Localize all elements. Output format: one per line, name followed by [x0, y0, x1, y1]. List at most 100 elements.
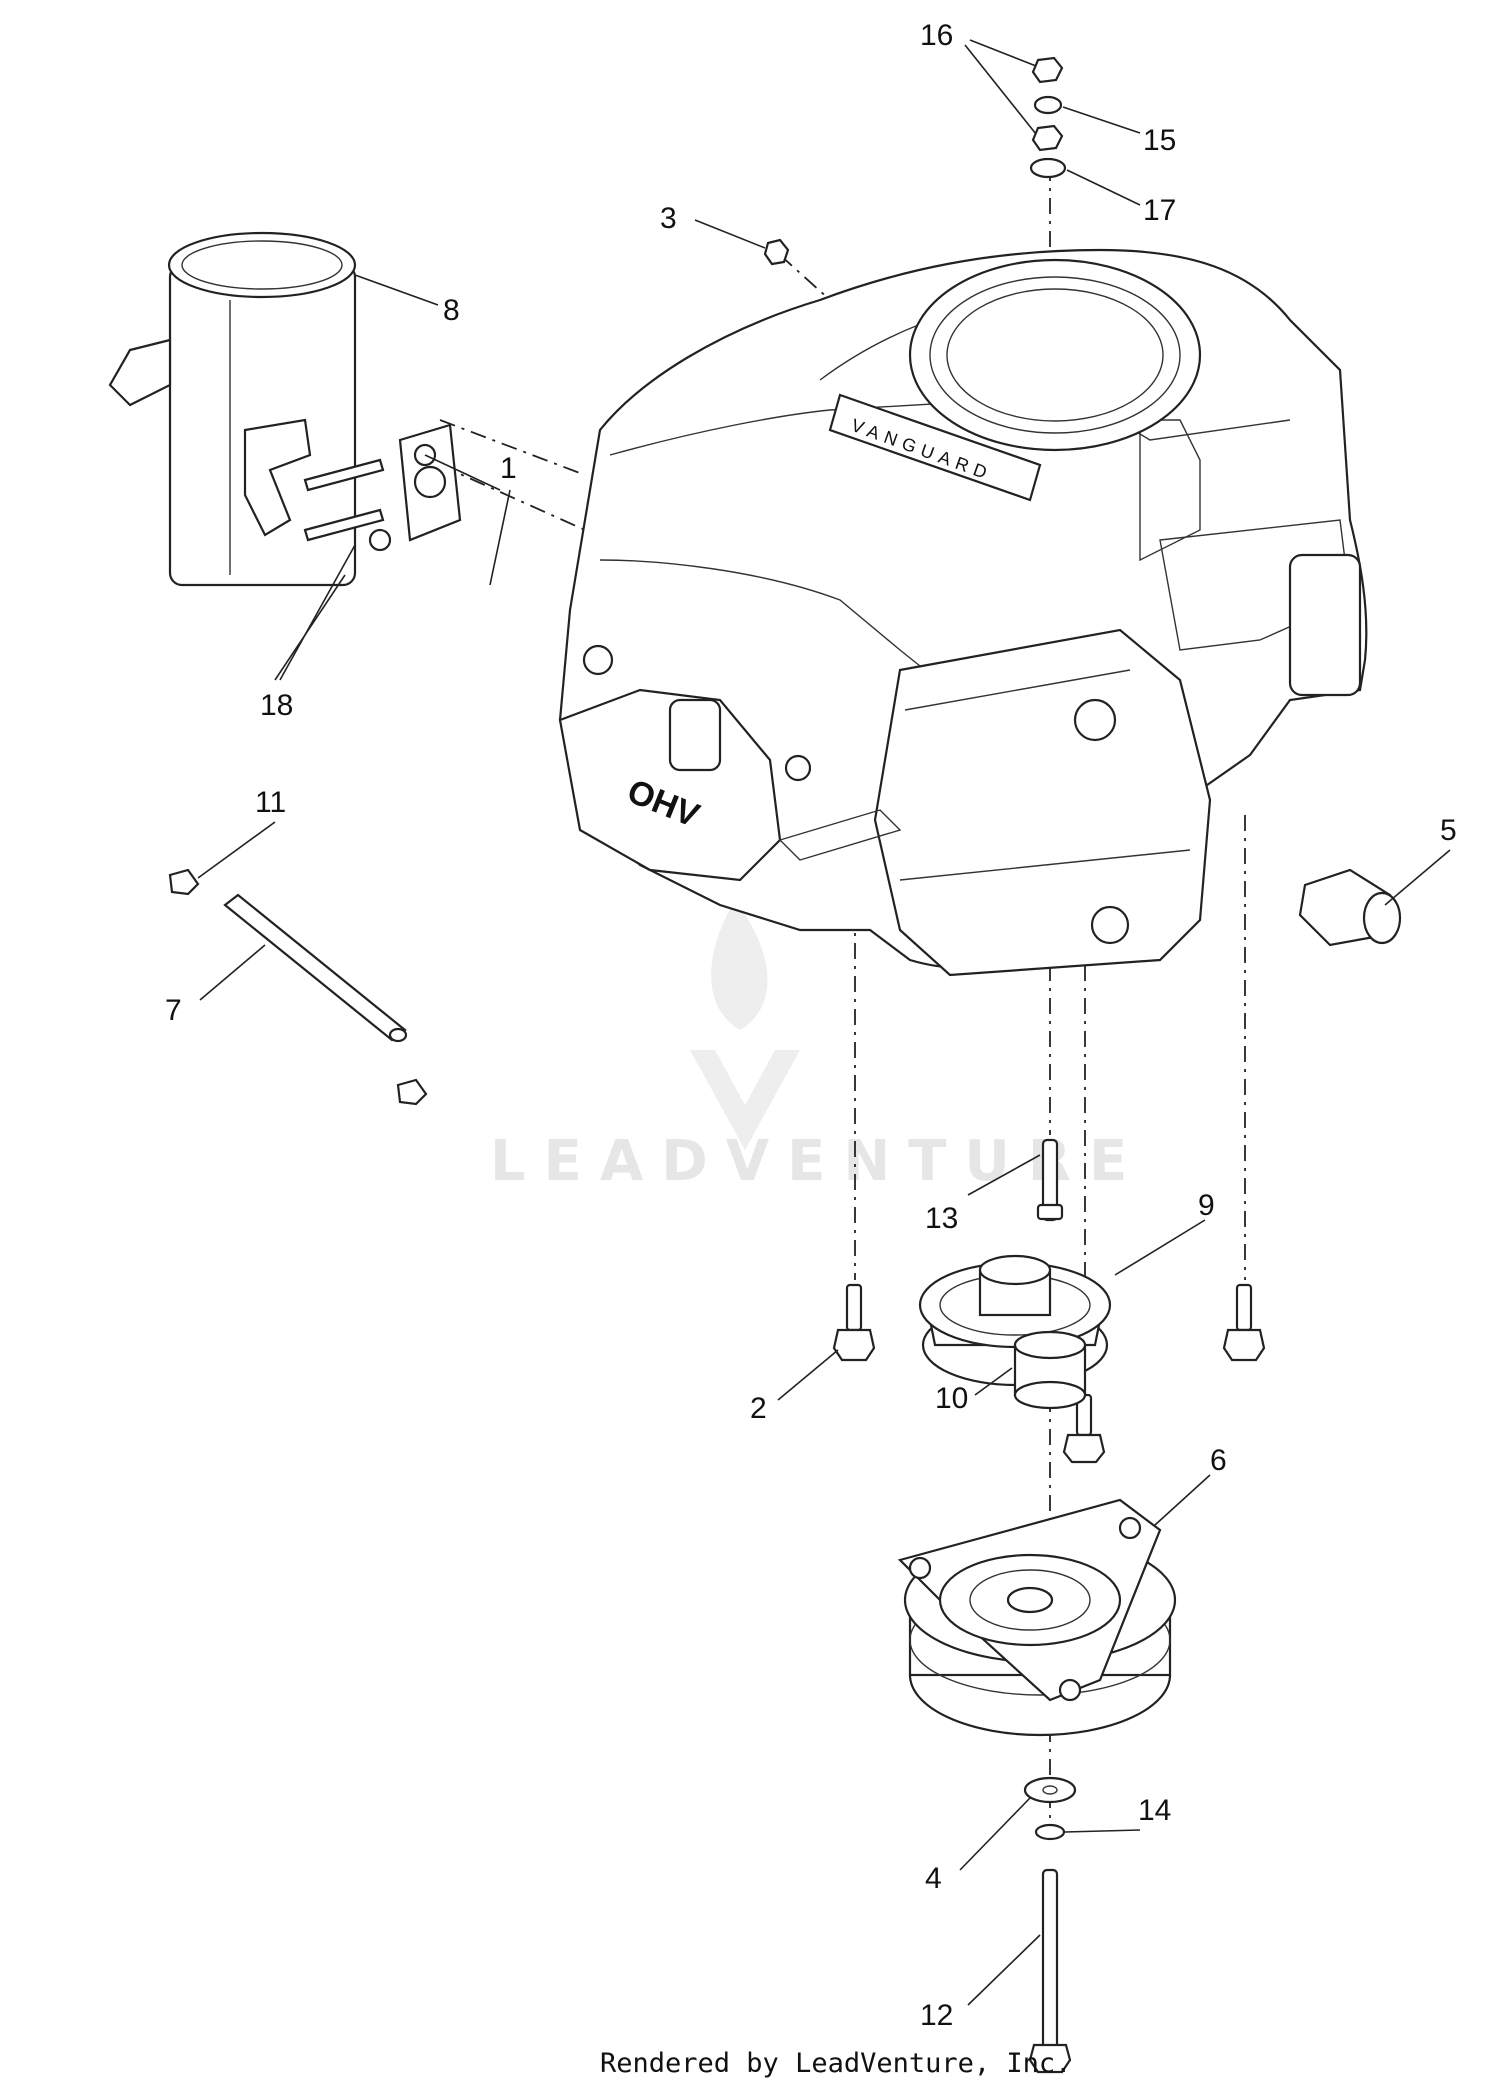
leader-16a	[969, 39, 1037, 67]
leader-18b	[279, 544, 356, 681]
engine-throttle-linkage	[778, 809, 902, 861]
fuel-line-hose	[223, 893, 407, 1042]
callout-1: 1	[500, 452, 517, 485]
watermark-text: LEADVENTURE	[490, 1129, 1145, 1194]
exhaust-washer-lower	[368, 528, 392, 552]
callout-13: 13	[925, 1202, 958, 1235]
engine-drain-fitting	[1090, 905, 1130, 945]
leader-1a	[424, 454, 501, 491]
engine-lifting-bracket	[668, 698, 722, 772]
exhaust-gasket-part-1	[303, 423, 462, 552]
callout-16: 16	[920, 19, 953, 52]
leader-9	[1114, 1219, 1206, 1276]
assembly-line-nut-3	[779, 254, 831, 301]
leader-3	[694, 219, 766, 249]
switch-part-5	[1298, 868, 1402, 947]
clamp-part-11	[168, 868, 200, 896]
muffler-top-cap-rim	[181, 240, 343, 290]
washer-part-14	[1034, 1823, 1066, 1841]
clutch-part-6	[897, 1498, 1177, 1737]
leader-11	[197, 821, 276, 879]
clutch-bolt-hole-2	[1118, 1516, 1142, 1540]
fuel-line-hose-end	[388, 1027, 408, 1043]
callout-5: 5	[1440, 814, 1457, 847]
callout-2: 2	[750, 1392, 767, 1425]
bolt-right-shaft	[1235, 1283, 1253, 1332]
callout-12: 12	[920, 1999, 953, 2032]
engine-air-cleaner-rim	[929, 276, 1181, 434]
spacer-bottom	[1013, 1380, 1087, 1410]
clutch-bolt-hole-1	[908, 1556, 932, 1580]
exhaust-stud-upper	[303, 458, 385, 492]
callout-4: 4	[925, 1862, 942, 1895]
exhaust-stud-lower	[303, 508, 385, 542]
callout-17: 17	[1143, 194, 1176, 227]
footer-credit: Rendered by LeadVenture, Inc.	[600, 2048, 1071, 2079]
washer-part-4	[1023, 1776, 1077, 1804]
nut-part-3	[763, 238, 790, 266]
leader-7	[199, 944, 266, 1001]
clutch-armature-inner	[969, 1569, 1091, 1631]
leader-10	[974, 1367, 1013, 1396]
leader-8	[354, 274, 439, 306]
bolt-right-head	[1222, 1328, 1266, 1362]
callout-7: 7	[165, 994, 182, 1027]
nut-3-shape	[763, 238, 790, 266]
nut-part-16-lower	[1031, 124, 1064, 152]
leader-lines	[197, 39, 1451, 2006]
pin-part-13	[1036, 1138, 1064, 1222]
assembly-line-muffler-upper	[439, 419, 586, 476]
clutch-bore	[1006, 1586, 1054, 1614]
switch-connector	[1362, 891, 1402, 945]
pulley-part-9	[918, 1254, 1112, 1387]
leader-14	[1064, 1829, 1141, 1833]
bolt-center-head	[1062, 1433, 1106, 1464]
muffler-top-cap	[167, 231, 357, 299]
washer-4-body	[1023, 1776, 1077, 1804]
clutch-bolt-hole-3	[1058, 1678, 1082, 1702]
washer-part-17	[1029, 157, 1067, 179]
callout-8: 8	[443, 294, 460, 327]
callout-3: 3	[660, 202, 677, 235]
engine-shroud-ridge-2	[599, 559, 951, 691]
engine-oil-fill-cap	[1073, 698, 1117, 742]
pulley-hub-top	[978, 1254, 1052, 1286]
washer-4-hole	[1042, 1785, 1058, 1795]
leader-1b	[489, 489, 511, 586]
exhaust-flange-port	[413, 465, 447, 499]
fuel-line-part-7	[168, 868, 428, 1106]
engine-air-cleaner-rim-2	[946, 288, 1164, 422]
callout-6: 6	[1210, 1444, 1227, 1477]
hardware-stack-15-16-17	[1029, 56, 1067, 179]
engine-head-cover-fin-2	[899, 849, 1191, 881]
washer-part-15	[1033, 95, 1063, 115]
leader-16b	[964, 44, 1037, 135]
pin-13-head	[1036, 1203, 1064, 1221]
leader-5	[1384, 849, 1451, 906]
engine-filter-canister	[1288, 553, 1362, 697]
watermark-v-icon	[690, 1050, 800, 1150]
engine-mount-boss-right	[784, 754, 812, 782]
engine-brand-plate	[828, 393, 1042, 502]
bolt-part-12	[1028, 1868, 1072, 2074]
spacer-part-10	[1013, 1330, 1087, 1410]
leader-15	[1062, 106, 1141, 134]
callout-10: 10	[935, 1382, 968, 1415]
watermark-flame-icon	[711, 900, 768, 1030]
bolt-2-left-shaft	[845, 1283, 863, 1332]
muffler-part-8	[108, 231, 357, 587]
bolt-12-shaft	[1041, 1868, 1059, 2052]
callout-11: 11	[255, 786, 286, 819]
leader-6	[1154, 1474, 1211, 1526]
watermark: LEADVENTURE	[490, 900, 1145, 1194]
bolt-2-left-head	[832, 1328, 876, 1362]
washer-14-body	[1034, 1823, 1066, 1841]
engine-head-cover-fin	[904, 669, 1131, 711]
leader-17	[1066, 169, 1141, 206]
leader-4	[959, 1797, 1031, 1871]
callout-15: 15	[1143, 124, 1176, 157]
engine-side-panel	[1139, 419, 1201, 562]
engine-mount-boss-left	[582, 644, 614, 676]
assembly-line-muffler-lower	[439, 464, 586, 531]
